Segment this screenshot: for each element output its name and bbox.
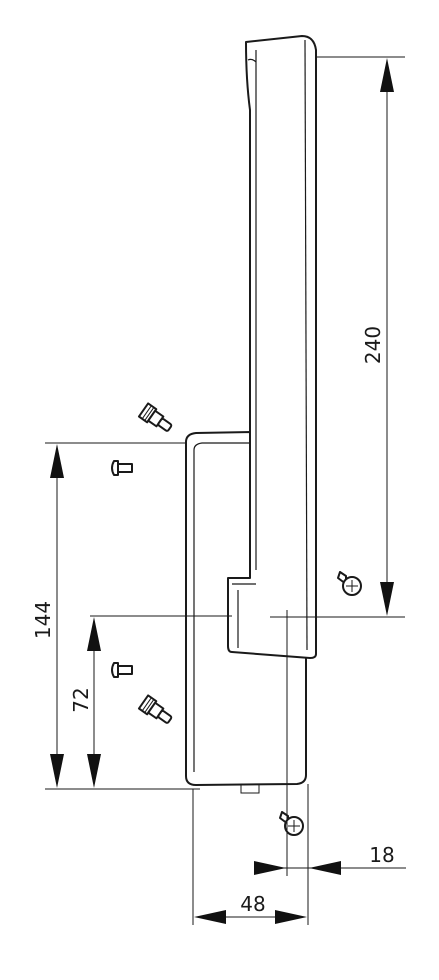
dimension-48: 48 bbox=[192, 784, 309, 925]
phillips-screw-icon bbox=[337, 571, 362, 596]
dimension-label-72: 72 bbox=[69, 687, 93, 712]
dimension-label-18: 18 bbox=[369, 843, 394, 867]
dimension-240: 240 bbox=[270, 56, 405, 618]
small-pin-screw-icon bbox=[111, 662, 133, 678]
dimension-144: 144 bbox=[31, 442, 200, 790]
small-pin-screw-icon bbox=[111, 460, 133, 476]
dimension-label-240: 240 bbox=[361, 326, 385, 364]
large-pin-screw-icon bbox=[137, 694, 173, 724]
handle bbox=[227, 35, 317, 659]
phillips-screw-icon bbox=[279, 811, 304, 836]
dimension-label-144: 144 bbox=[31, 601, 55, 639]
dimension-72: 72 bbox=[69, 615, 232, 788]
dimension-label-48: 48 bbox=[240, 892, 265, 916]
dimension-18: 18 bbox=[254, 610, 406, 876]
large-pin-screw-icon bbox=[137, 402, 173, 432]
